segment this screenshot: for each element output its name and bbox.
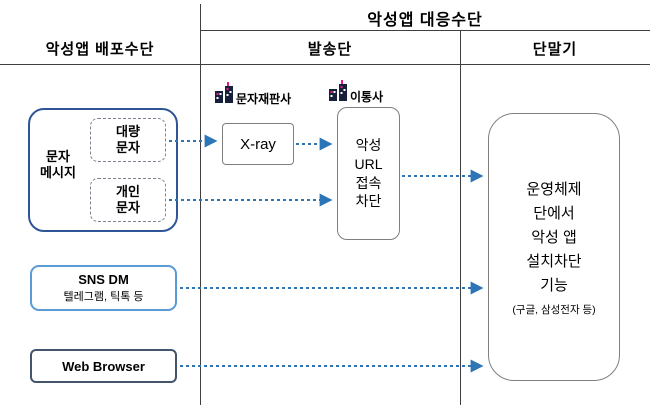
- os-install-block-box: 운영체제 단에서 악성 앱 설치차단 기능 (구글, 삼성전자 등): [488, 113, 620, 381]
- building-icon: [214, 82, 234, 107]
- sms-message-label: 문자 메시지: [40, 149, 76, 181]
- carrier-label: 이통사: [350, 90, 384, 104]
- header-row-divider: [0, 64, 650, 65]
- countermeasures-underline: [200, 30, 650, 31]
- sender-column-header: 발송단: [307, 41, 353, 58]
- building-icon: [328, 80, 348, 105]
- xray-filter-box: X-ray: [222, 123, 294, 165]
- sns-dm-title: SNS DM: [78, 272, 129, 287]
- column-divider-right: [460, 30, 461, 405]
- os-vendors-note: (구글, 삼성전자 등): [512, 303, 596, 316]
- distribution-column-header: 악성앱 배포수단: [45, 41, 155, 58]
- os-install-block-text: 운영체제 단에서 악성 앱 설치차단 기능: [526, 180, 582, 294]
- reseller-entity: 문자재판사: [214, 82, 291, 107]
- countermeasures-title: 악성앱 대응수단: [367, 12, 483, 29]
- sns-dm-box: SNS DM 텔레그램, 틱톡 등: [30, 265, 177, 311]
- column-divider-left: [200, 4, 201, 405]
- device-column-header: 단말기: [532, 41, 578, 58]
- web-browser-box: Web Browser: [30, 349, 177, 383]
- bulk-sms-box: 대량 문자: [90, 118, 166, 162]
- sns-dm-subtitle: 텔레그램, 틱톡 등: [63, 291, 144, 303]
- malicious-url-block-box: 악성 URL 접속 차단: [337, 107, 400, 240]
- personal-sms-box: 개인 문자: [90, 178, 166, 222]
- carrier-entity: 이통사: [328, 80, 383, 105]
- reseller-label: 문자재판사: [236, 92, 292, 106]
